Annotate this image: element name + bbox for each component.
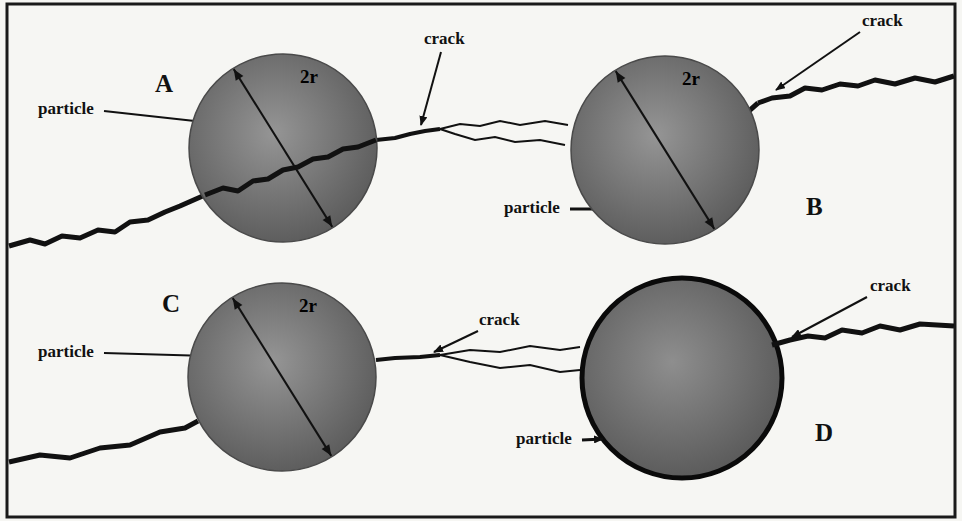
particle-circle [189,54,377,242]
particle-node: 2r [570,55,760,245]
dimension-label: 2r [682,69,700,90]
particle-circle [571,56,759,244]
particle-circle [188,283,376,471]
particle-circle [582,278,782,478]
crack-branch [440,121,568,129]
crack-line [772,324,954,345]
part-label: particle [38,343,94,362]
arrow-head [322,444,332,456]
crack-line [376,355,440,360]
part-label: crack [870,277,911,296]
part-label: particle [504,199,560,218]
diameter-line [233,298,332,456]
arrow-head [233,298,243,310]
part-label: crack [862,12,903,31]
crack-line [758,76,954,103]
leader-arrow [582,439,603,440]
crack-branch [440,355,580,372]
panel-letter: D [815,419,833,447]
particle-shape [187,282,377,472]
dimension-label: 2r [299,296,317,317]
leader-arrow [776,32,860,90]
crack-line [9,195,205,246]
part-label: crack [424,30,465,49]
arrow-head [616,71,626,83]
frame [7,4,955,517]
leader-arrow [792,297,867,337]
crack-line [205,140,376,195]
panel-letter: A [155,70,173,98]
crack-line [9,421,198,462]
crack-line [376,129,440,140]
crack-branch [440,346,580,355]
diameter-line [234,69,333,227]
panel-letter: B [806,193,823,221]
arrow-head [323,215,333,227]
particle-shape [188,53,378,243]
arrow-head [234,69,244,81]
dimension-label: 2r [300,67,318,88]
particle-shape [570,55,760,245]
leader-arrow [421,52,441,125]
crack-branch [440,129,565,145]
particle-node: 2r [187,282,377,472]
leader-arrow [434,331,478,352]
arrow-head [705,217,715,229]
part-label: crack [479,311,520,330]
diameter-line [616,71,715,229]
part-label: particle [38,100,94,119]
particle-node: 2r [188,53,378,243]
part-label: particle [516,430,572,449]
panel-letter: C [162,290,180,318]
